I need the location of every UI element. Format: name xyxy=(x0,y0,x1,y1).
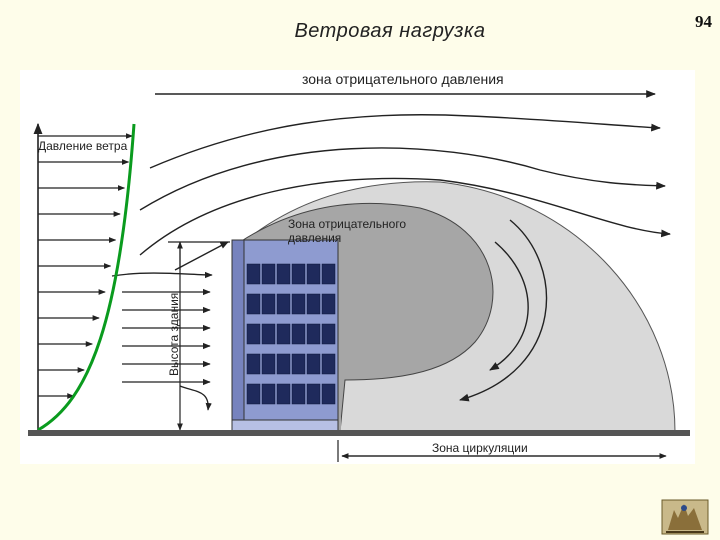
building-window xyxy=(321,263,336,285)
building-window xyxy=(261,353,276,375)
flow-streamlines xyxy=(139,90,671,256)
ground-vortex xyxy=(179,385,212,411)
pressure-curve xyxy=(37,123,136,432)
building-window xyxy=(291,263,306,285)
building-window xyxy=(261,323,276,345)
building-window xyxy=(291,293,306,315)
building-window xyxy=(246,353,261,375)
incoming-wind-arrows xyxy=(111,271,213,386)
building-windows xyxy=(246,263,336,405)
building-window xyxy=(246,383,261,405)
city-emblem-icon xyxy=(661,499,709,535)
circulation-arrows xyxy=(174,219,548,402)
diagram-canvas: Высота здания Давление ветра зона отрица… xyxy=(28,71,690,462)
building-window xyxy=(321,293,336,315)
building-window xyxy=(261,263,276,285)
wind-pressure-profile xyxy=(33,122,136,432)
building-window xyxy=(246,323,261,345)
building-height-label: Высота здания xyxy=(167,293,181,376)
wind-pressure-label: Давление ветра xyxy=(38,139,128,153)
building-window xyxy=(246,263,261,285)
building-window xyxy=(306,293,321,315)
page-number: 94 xyxy=(695,12,712,31)
building-window xyxy=(246,293,261,315)
building-window xyxy=(276,353,291,375)
building-window xyxy=(261,293,276,315)
building-window xyxy=(306,353,321,375)
building-window xyxy=(291,323,306,345)
building-window xyxy=(291,353,306,375)
building xyxy=(231,239,339,433)
building-window xyxy=(276,323,291,345)
building-window xyxy=(276,293,291,315)
building-window xyxy=(306,263,321,285)
building-window xyxy=(306,323,321,345)
incoming-arrow xyxy=(111,271,213,279)
building-window xyxy=(261,383,276,405)
building-window xyxy=(276,263,291,285)
building-window xyxy=(321,323,336,345)
ground-line xyxy=(28,430,690,436)
top-zone-label: зона отрицательного давления xyxy=(302,71,504,87)
building-window xyxy=(321,353,336,375)
building-height-dimension xyxy=(168,241,230,431)
building-window xyxy=(291,383,306,405)
roof-zone-label-line2: давления xyxy=(288,231,341,245)
building-window xyxy=(306,383,321,405)
slide-title: Ветровая нагрузка xyxy=(294,20,486,42)
building-window xyxy=(321,383,336,405)
building-window xyxy=(276,383,291,405)
circulation-zone-dimension xyxy=(337,440,667,462)
roof-zone-label-line1: Зона отрицательного xyxy=(288,217,406,231)
circulation-zone-label: Зона циркуляции xyxy=(432,441,528,455)
wind-load-diagram: Высота здания Давление ветра зона отрица… xyxy=(20,70,695,464)
